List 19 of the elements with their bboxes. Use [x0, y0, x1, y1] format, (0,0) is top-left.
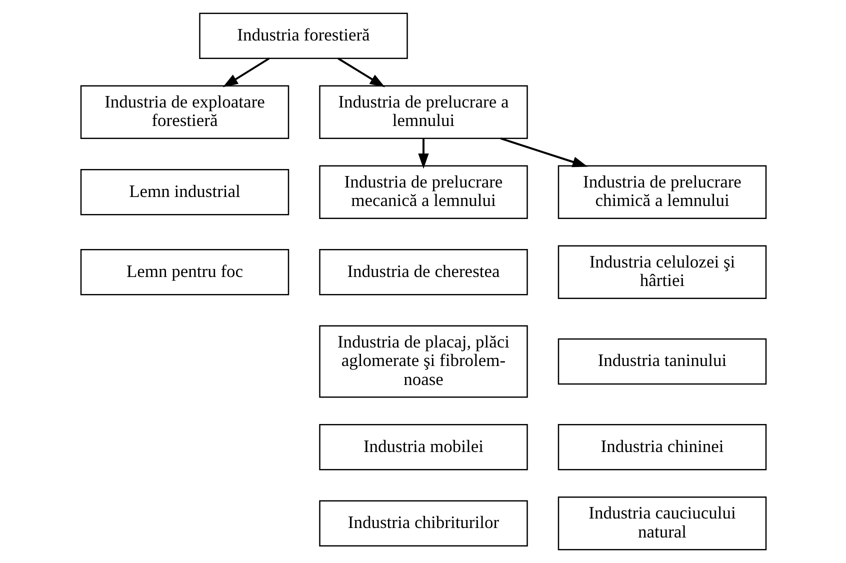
node-box: Industria celulozei şi hârtiei: [557, 245, 766, 299]
node-box: Industria de prelucrare mecanică a lemnului: [318, 165, 528, 219]
node-box: Lemn industrial: [80, 169, 289, 216]
node-box: Industria chininei: [557, 424, 766, 470]
node-box: Industria de placaj, plăci aglomerate şi fibrolem- noase: [318, 325, 528, 398]
arrow: [222, 58, 270, 88]
node-box: Industria cauciucului natural: [557, 496, 766, 550]
node-box: Industria mobilei: [318, 424, 528, 470]
arrow: [418, 138, 428, 169]
node-box: Lemn pentru foc: [80, 249, 289, 296]
node-box: Industria de prelucrare a lemnului: [318, 85, 528, 139]
node-box: Industria de cherestea: [318, 249, 528, 296]
node-box: Industria taninului: [557, 338, 766, 385]
node-box: Industria forestieră: [198, 12, 408, 59]
node-box: Industria de exploatare forestieră: [80, 85, 289, 139]
node-box: Industria de prelucrare chimică a lemnului: [557, 165, 766, 219]
node-box: Industria chibriturilor: [318, 500, 528, 546]
arrow: [337, 58, 385, 88]
arrow: [500, 137, 588, 168]
